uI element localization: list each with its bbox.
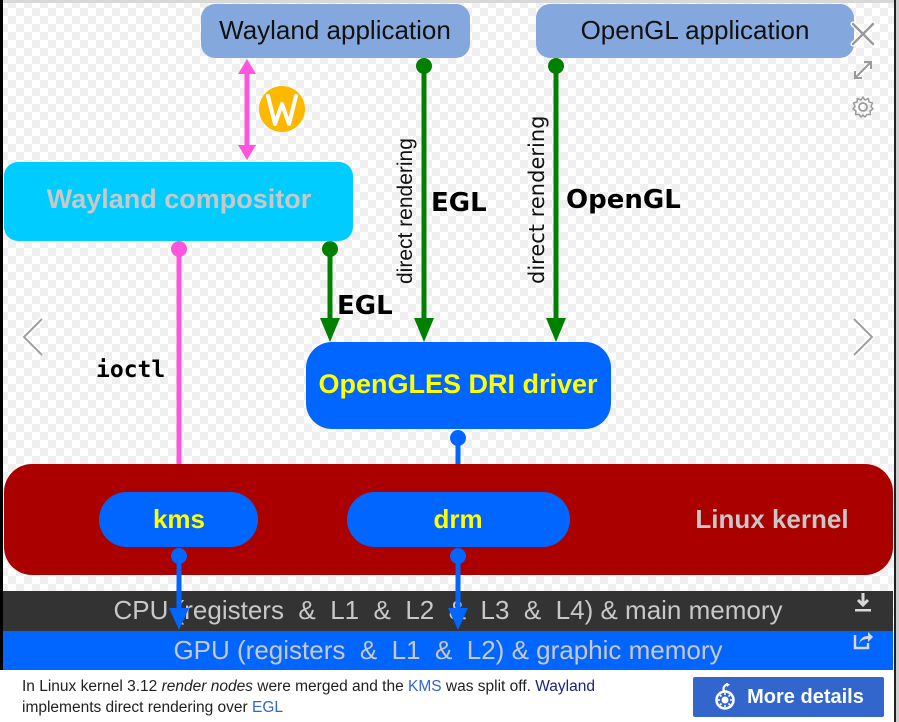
wayland-logo-icon: [259, 86, 305, 132]
viewer-top-border: [0, 0, 899, 3]
download-icon: [855, 593, 871, 612]
egl-link[interactable]: EGL: [252, 699, 284, 716]
media-viewer: Wayland application OpenGL application W…: [0, 0, 899, 670]
wayland-protocol-arrow: [238, 59, 256, 160]
image-caption: In Linux kernel 3.12 render nodes were m…: [22, 678, 595, 716]
drm-node: drm: [347, 492, 570, 547]
drm-label: drm: [433, 504, 482, 534]
wayland-app-egl-arrow: [414, 58, 434, 342]
compositor-egl-arrow: [320, 241, 340, 342]
previous-button[interactable]: [18, 317, 48, 357]
opengl-application-label: OpenGL application: [581, 15, 810, 45]
ioctl-arrow: [169, 241, 189, 492]
gpu-memory-bar: GPU (registers & L1 & L2) & graphic memo…: [3, 631, 893, 670]
wayland-application-label: Wayland application: [219, 15, 451, 45]
gpu-memory-label: GPU (registers & L1 & L2) & graphic memo…: [173, 635, 722, 665]
cpu-memory-label: CPU (registers & L1 & L2 & L3 & L4) & ma…: [113, 595, 782, 625]
close-button[interactable]: [849, 20, 877, 48]
scrollbar[interactable]: [894, 0, 899, 722]
close-icon: [850, 21, 876, 47]
share-icon: [853, 632, 873, 650]
egl-label-compositor: EGL: [337, 291, 393, 321]
ioctl-label: ioctl: [96, 357, 165, 383]
more-details-label: More details: [747, 685, 864, 708]
wayland-application-node: Wayland application: [201, 4, 470, 58]
kms-to-memory-arrow: [169, 548, 189, 630]
expand-button[interactable]: [849, 56, 877, 84]
expand-icon: [854, 61, 872, 79]
viewer-left-border: [0, 0, 3, 670]
kms-link[interactable]: KMS: [408, 678, 442, 695]
opengles-dri-driver-node: OpenGLES DRI driver: [306, 342, 611, 429]
linux-kernel-label: Linux kernel: [695, 504, 848, 534]
chevron-right-icon: [852, 317, 876, 357]
wayland-link[interactable]: Wayland: [535, 678, 595, 695]
direct-rendering-label-1: direct rendering: [394, 138, 417, 284]
kms-node: kms: [99, 492, 258, 547]
opengles-dri-driver-label: OpenGLES DRI driver: [318, 369, 598, 399]
download-button[interactable]: [849, 588, 877, 616]
opengl-label: OpenGL: [566, 185, 681, 215]
wayland-compositor-node: Wayland compositor: [4, 162, 353, 241]
chevron-left-icon: [20, 317, 44, 357]
drm-to-memory-arrow: [448, 548, 468, 630]
render-nodes-term: render nodes: [161, 678, 253, 695]
commons-logo-icon: [715, 683, 735, 710]
kms-label: kms: [153, 504, 205, 534]
wayland-compositor-label: Wayland compositor: [47, 184, 312, 214]
direct-rendering-label-2: direct rendering: [525, 116, 549, 284]
wayland-architecture-diagram: Wayland application OpenGL application W…: [3, 4, 893, 670]
opengl-app-arrow: [546, 58, 566, 342]
gear-icon: [852, 96, 874, 118]
more-details-button[interactable]: More details: [693, 677, 884, 717]
opengl-application-node: OpenGL application: [536, 4, 854, 58]
next-button[interactable]: [848, 317, 878, 357]
settings-button[interactable]: [849, 93, 877, 121]
cpu-memory-bar: CPU (registers & L1 & L2 & L3 & L4) & ma…: [3, 591, 893, 631]
egl-label-app: EGL: [431, 188, 487, 218]
share-button[interactable]: [849, 626, 877, 654]
